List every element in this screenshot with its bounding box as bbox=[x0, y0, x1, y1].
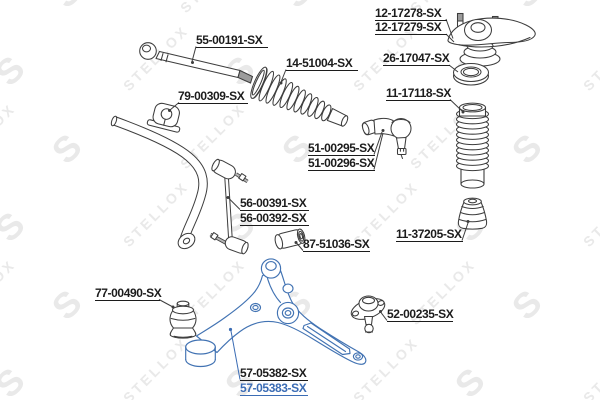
part-label-87-51036-SX[interactable]: 87-51036-SX bbox=[303, 237, 370, 252]
part-label-12-17279-SX[interactable]: 12-17279-SX bbox=[375, 21, 447, 35]
part-label-51-00295-SX[interactable]: 51-00295-SX bbox=[308, 141, 375, 156]
part-label-51-00296-SX[interactable]: 51-00296-SX bbox=[308, 156, 375, 171]
ball-joint-drawing bbox=[350, 295, 386, 334]
inner-tie-rod-drawing bbox=[139, 42, 254, 84]
part-label-77-00490-SX[interactable]: 77-00490-SX bbox=[95, 286, 162, 301]
part-label-11-37205-SX[interactable]: 11-37205-SX bbox=[396, 227, 463, 242]
bump-stop-drawing bbox=[457, 197, 488, 230]
control-arm-bushing-drawing bbox=[169, 300, 197, 339]
part-label-57-05382-SX[interactable]: 57-05382-SX bbox=[240, 366, 308, 381]
part-label-12-17278-SX[interactable]: 12-17278-SX bbox=[375, 7, 447, 21]
leader-lines bbox=[158, 18, 470, 380]
strut-mount-drawing bbox=[447, 12, 536, 67]
stabilizer-bar-drawing bbox=[110, 115, 208, 250]
part-label-55-00191-SX[interactable]: 55-00191-SX bbox=[196, 34, 268, 48]
stabilizer-bushing-drawing bbox=[146, 102, 181, 133]
part-label-11-17118-SX[interactable]: 11-17118-SX bbox=[386, 86, 451, 101]
strut-bearing-drawing bbox=[452, 62, 490, 86]
tie-rod-end-drawing bbox=[361, 117, 412, 160]
small-bushing-drawing bbox=[274, 228, 306, 250]
steering-boot-drawing bbox=[250, 66, 349, 127]
part-label-79-00309-SX[interactable]: 79-00309-SX bbox=[178, 90, 248, 104]
part-label-52-00235-SX[interactable]: 52-00235-SX bbox=[387, 307, 454, 322]
shock-boot-drawing bbox=[455, 102, 490, 189]
part-label-56-00391-SX[interactable]: 56-00391-SX bbox=[240, 197, 309, 211]
stabilizer-link-drawing bbox=[209, 158, 249, 255]
part-label-26-17047-SX[interactable]: 26-17047-SX bbox=[383, 51, 450, 66]
control-arm-drawing bbox=[185, 258, 367, 368]
part-label-14-51004-SX[interactable]: 14-51004-SX bbox=[286, 57, 358, 71]
part-label-57-05383-SX-active[interactable]: 57-05383-SX bbox=[240, 381, 308, 396]
part-label-56-00392-SX[interactable]: 56-00392-SX bbox=[240, 212, 309, 226]
